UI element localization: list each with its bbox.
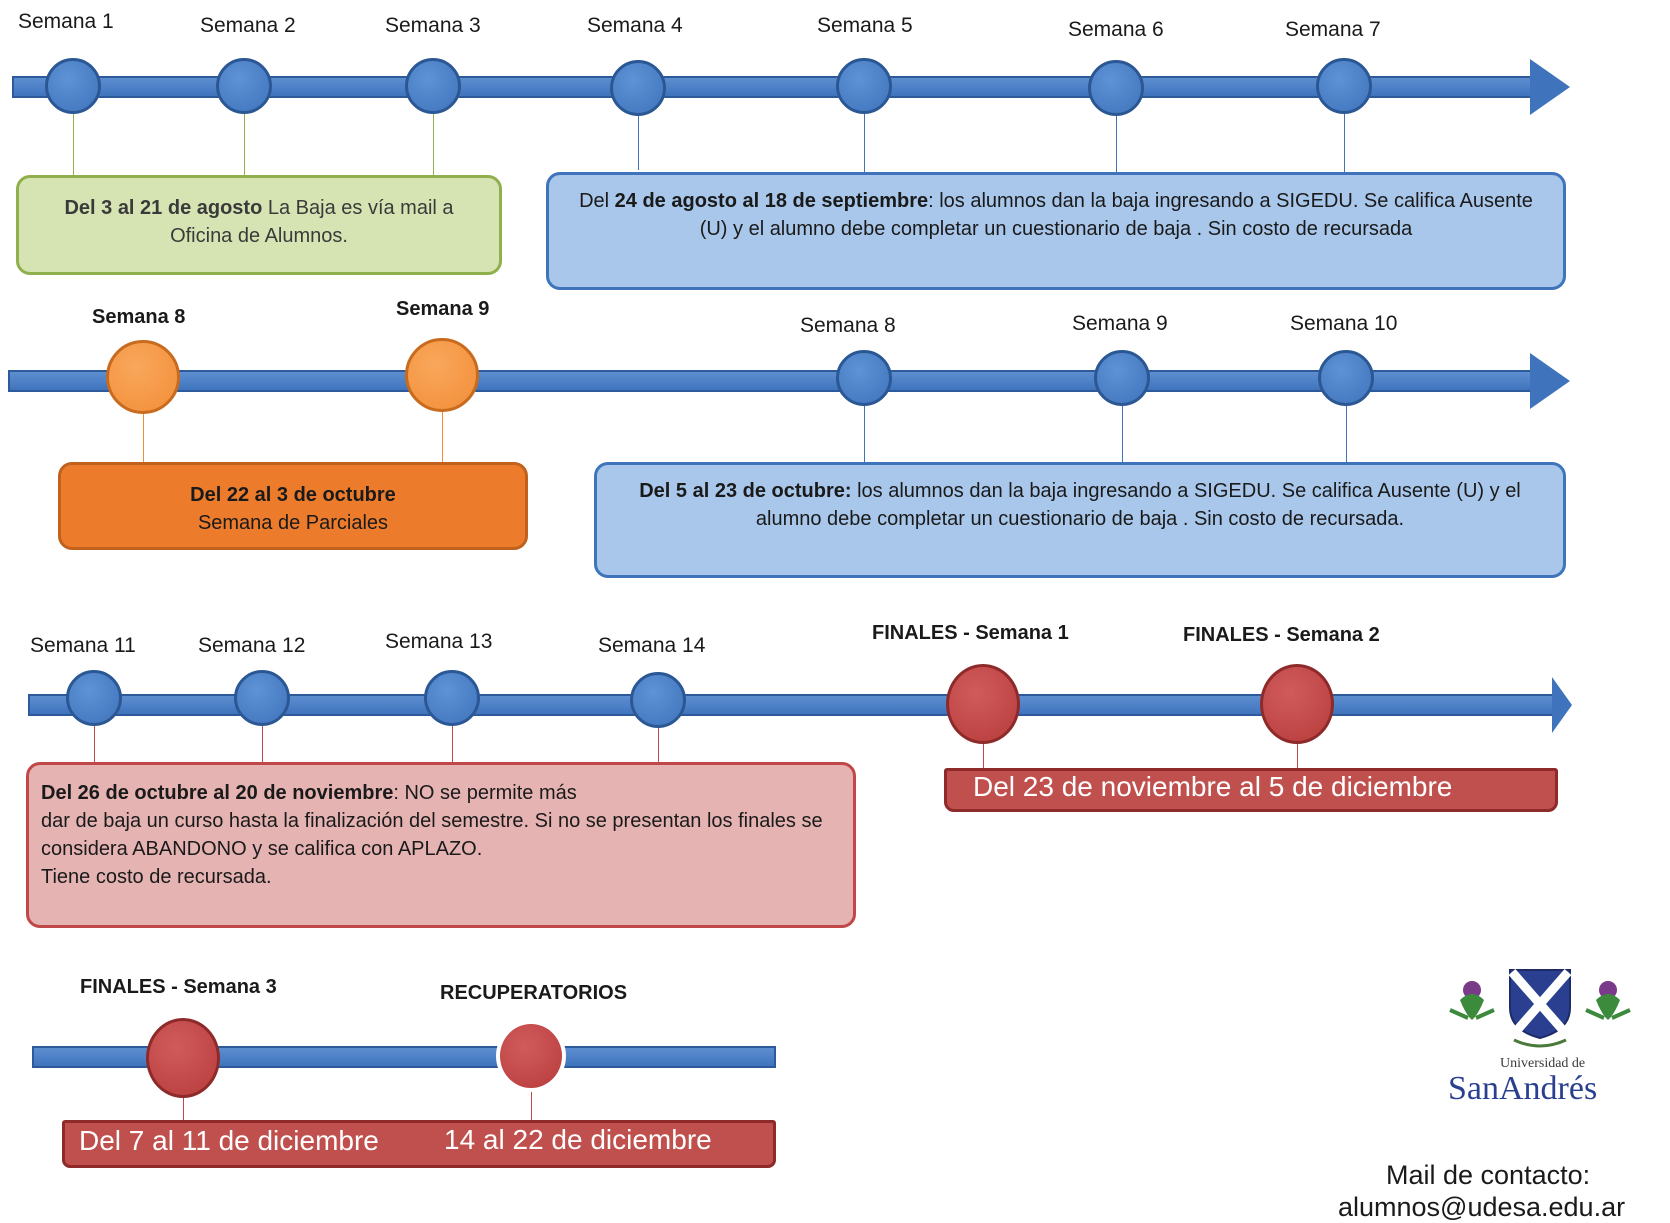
crest-icon xyxy=(1449,969,1631,1048)
timeline-bar xyxy=(12,76,1532,98)
finals-date-box: Del 23 de noviembre al 5 de diciembre xyxy=(944,768,1558,812)
connector-line xyxy=(433,114,434,176)
week-label: Semana 8 xyxy=(800,314,896,337)
recup-label: RECUPERATORIOS xyxy=(440,982,628,1004)
week-node xyxy=(836,350,892,406)
contact-label: Mail de contacto: xyxy=(1386,1160,1591,1190)
logo-name: SanAndrés xyxy=(1448,1070,1598,1107)
finals-node xyxy=(146,1018,220,1098)
week-label: Semana 14 xyxy=(598,634,706,657)
week-label: Semana 13 xyxy=(385,630,493,653)
arrow-head-icon xyxy=(1530,59,1570,115)
week-node xyxy=(630,672,686,728)
finals-label: FINALES - Semana 3 xyxy=(80,976,277,998)
connector-line xyxy=(1116,116,1117,174)
connector-line xyxy=(531,1092,532,1124)
exam-node xyxy=(106,340,180,414)
finals-node xyxy=(946,664,1020,744)
week-label: Semana 9 xyxy=(396,298,490,320)
week-node xyxy=(405,58,461,114)
week-node xyxy=(424,670,480,726)
connector-line xyxy=(1346,406,1347,462)
info-box-blue: Del 24 de agosto al 18 de septiembre: lo… xyxy=(546,172,1566,290)
week-node xyxy=(1094,350,1150,406)
contact-email[interactable]: alumnos@udesa.edu.ar xyxy=(1338,1192,1626,1222)
connector-line xyxy=(183,1098,184,1124)
university-logo: Universidad de SanAndrés xyxy=(1440,960,1640,1107)
timeline-bar xyxy=(28,694,1552,716)
connector-line xyxy=(143,414,144,462)
connector-line xyxy=(864,114,865,174)
week-label: Semana 2 xyxy=(200,14,296,37)
connector-line xyxy=(244,114,245,176)
week-label: Semana 1 xyxy=(18,10,114,33)
week-label: Semana 11 xyxy=(30,634,136,657)
finals-date-box: Del 7 al 11 de diciembre xyxy=(62,1120,776,1168)
connector-line xyxy=(658,728,659,764)
connector-line xyxy=(94,726,95,764)
connector-line xyxy=(1122,406,1123,462)
week-node xyxy=(45,58,101,114)
week-node xyxy=(216,58,272,114)
week-label: Semana 5 xyxy=(817,14,913,37)
logo-subtitle: Universidad de xyxy=(1500,1056,1586,1071)
arrow-head-icon xyxy=(1530,353,1570,409)
week-node xyxy=(610,60,666,116)
connector-line xyxy=(1344,114,1345,174)
finals-label: FINALES - Semana 1 xyxy=(872,622,1069,644)
week-label: Semana 6 xyxy=(1068,18,1164,41)
week-label: Semana 4 xyxy=(587,14,683,37)
connector-line xyxy=(638,116,639,170)
week-label: Semana 8 xyxy=(92,306,186,328)
week-label: Semana 7 xyxy=(1285,18,1381,41)
week-node xyxy=(836,58,892,114)
exam-node xyxy=(405,338,479,412)
info-box-green: Del 3 al 21 de agosto La Baja es vía mai… xyxy=(16,175,502,275)
recup-node xyxy=(496,1020,566,1092)
week-node xyxy=(1316,58,1372,114)
connector-line xyxy=(452,726,453,764)
finals-label: FINALES - Semana 2 xyxy=(1183,624,1380,646)
timeline-bar xyxy=(8,370,1532,392)
week-label: Semana 9 xyxy=(1072,312,1168,335)
connector-line xyxy=(73,114,74,176)
week-label: Semana 12 xyxy=(198,634,306,657)
week-node xyxy=(1088,60,1144,116)
week-node xyxy=(1318,350,1374,406)
week-node xyxy=(234,670,290,726)
week-label: Semana 3 xyxy=(385,14,481,37)
connector-line xyxy=(864,406,865,462)
info-box-pink: Del 26 de octubre al 20 de noviembre: NO… xyxy=(26,762,856,928)
timeline-bar xyxy=(32,1046,776,1068)
recup-dates: 14 al 22 de diciembre xyxy=(444,1124,712,1155)
finals-node xyxy=(1260,664,1334,744)
week-node xyxy=(66,670,122,726)
info-box-blue: Del 5 al 23 de octubre: los alumnos dan … xyxy=(594,462,1566,578)
arrow-head-icon xyxy=(1552,677,1572,733)
connector-line xyxy=(262,726,263,764)
week-label: Semana 10 xyxy=(1290,312,1398,335)
connector-line xyxy=(442,412,443,462)
